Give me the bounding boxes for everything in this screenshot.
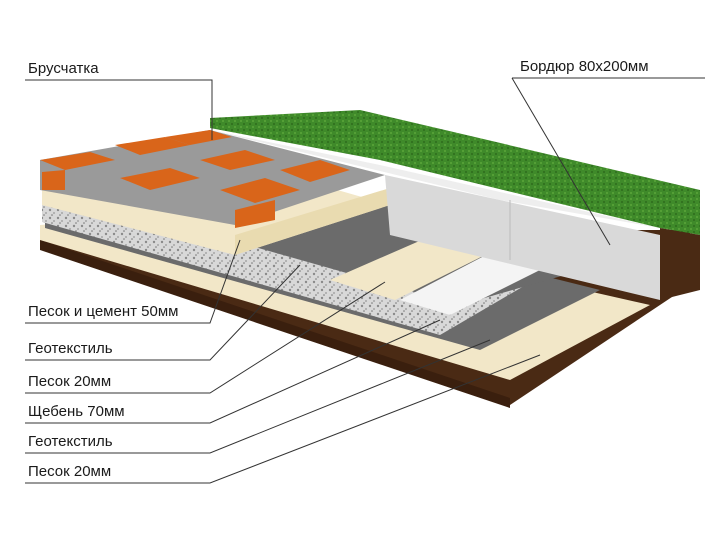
label-geotextile-bottom: Геотекстиль <box>28 433 113 450</box>
grass-soil-side <box>660 228 700 300</box>
curb-top <box>210 130 660 228</box>
sand-cement-front <box>235 188 390 255</box>
label-curb: Бордюр 80х200мм <box>520 58 649 75</box>
paving-bricks <box>40 130 350 228</box>
label-sand-bottom: Песок 20мм <box>28 463 112 480</box>
label-sand-top: Песок 20мм <box>28 373 112 390</box>
leader-lines <box>25 77 705 484</box>
label-sand-cement: Песок и цемент 50мм <box>28 303 179 320</box>
label-paving: Брусчатка <box>28 60 99 77</box>
grass <box>210 110 700 235</box>
label-gravel: Щебень 70мм <box>28 403 125 420</box>
curb-side <box>385 175 660 300</box>
label-geotextile-top: Геотекстиль <box>28 340 113 357</box>
paving-surface <box>40 130 385 225</box>
soil-front <box>40 240 510 408</box>
